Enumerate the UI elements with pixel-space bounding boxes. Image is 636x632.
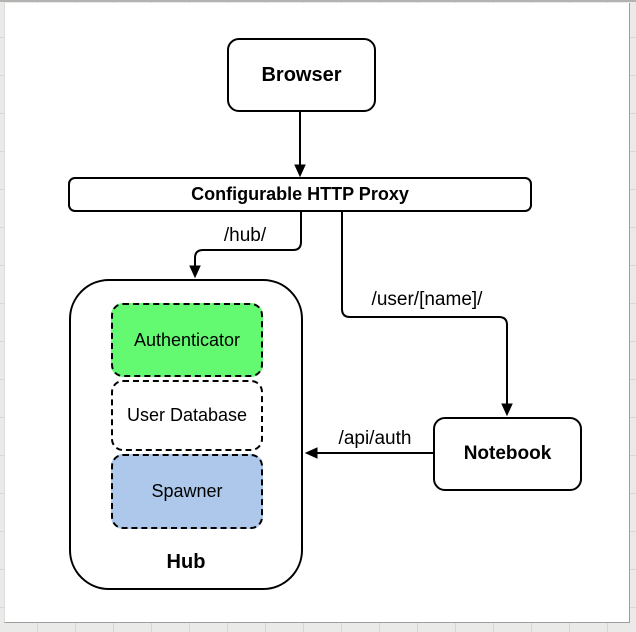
node-configurable-http-proxy: Configurable HTTP Proxy: [68, 177, 532, 212]
spawner-label: Spawner: [151, 481, 223, 501]
browser-label: Browser: [261, 63, 342, 86]
arrowhead-proxy-to-hub: [189, 265, 201, 279]
edge-proxy-to-hub: [194, 212, 302, 267]
node-spawner: Spawner: [111, 454, 263, 529]
arrowhead-notebook-to-hub: [304, 447, 318, 459]
edge-label-user-name-path: /user/[name]/: [371, 289, 483, 310]
proxy-label: Configurable HTTP Proxy: [191, 184, 409, 204]
node-browser: Browser: [227, 38, 376, 112]
edge-label-api-auth-path: /api/auth: [338, 428, 412, 449]
notebook-label: Notebook: [463, 443, 552, 464]
arrowhead-browser-to-proxy: [294, 164, 306, 178]
node-notebook: Notebook: [433, 417, 582, 491]
hub-label: Hub: [166, 551, 206, 573]
edge-label-hub-path: /hub/: [223, 225, 267, 246]
arrowhead-proxy-to-notebook: [501, 403, 513, 417]
user-database-label: User Database: [126, 405, 248, 425]
node-user-database: User Database: [111, 380, 263, 451]
authenticator-label: Authenticator: [133, 329, 241, 350]
node-authenticator: Authenticator: [111, 303, 263, 377]
edge-proxy-to-notebook: [341, 212, 508, 404]
